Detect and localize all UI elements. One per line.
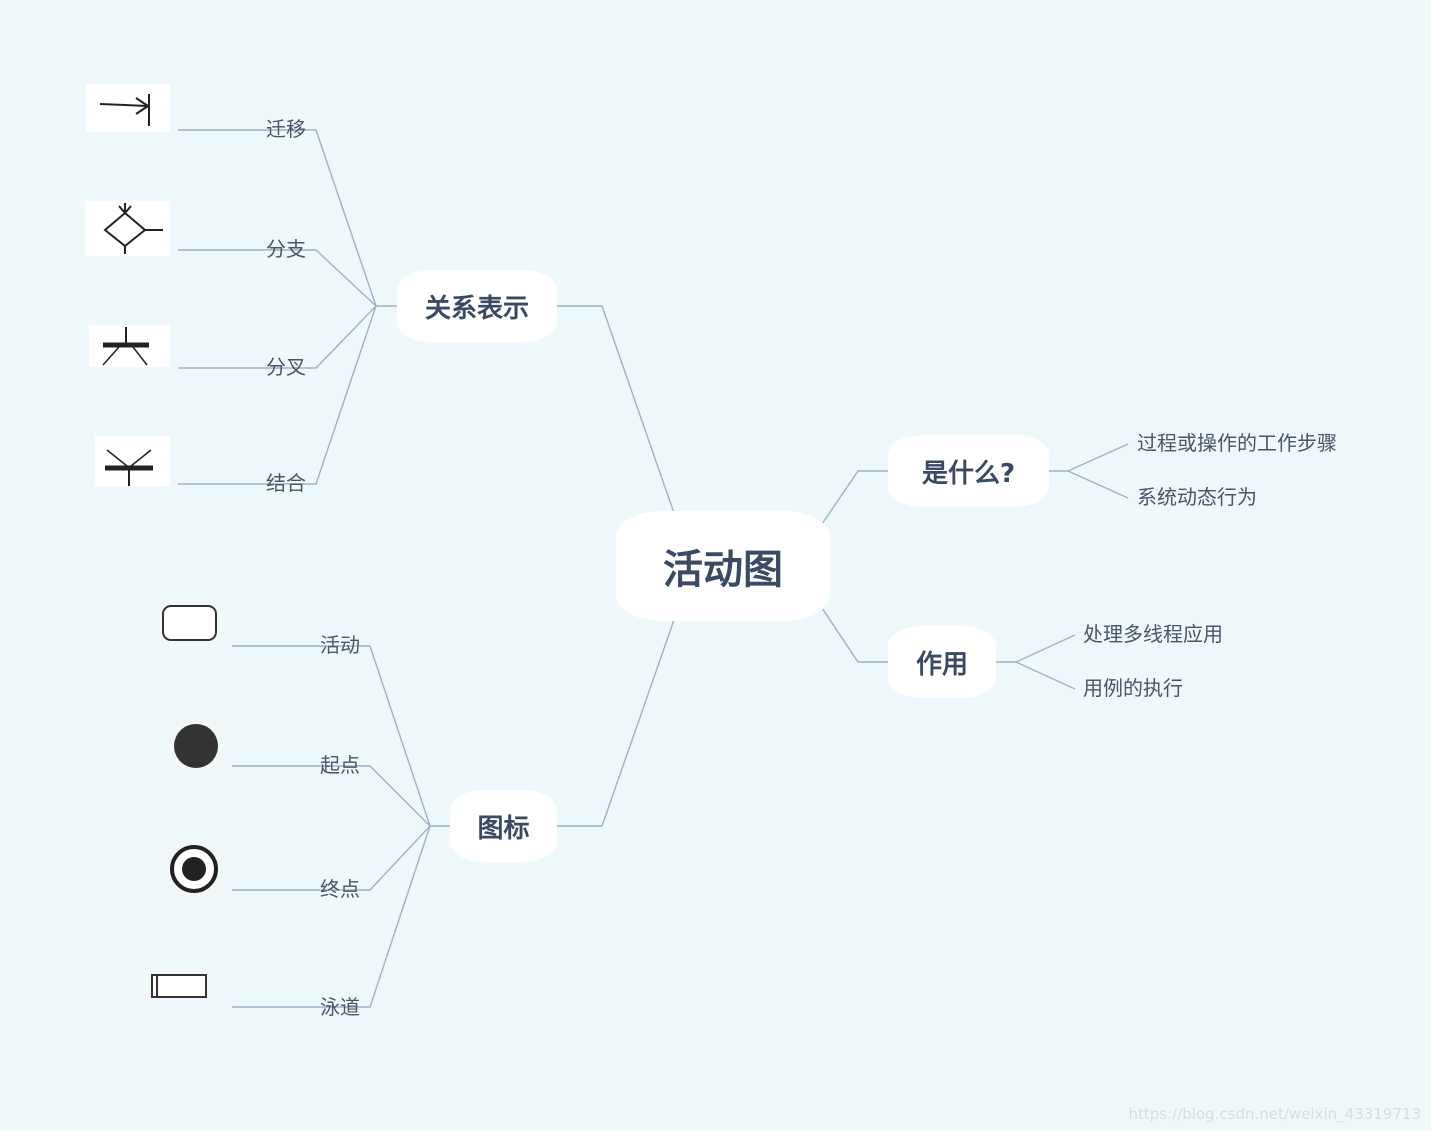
leaf-branch[interactable]: 分支 — [266, 237, 306, 261]
leaf-end[interactable]: 终点 — [320, 877, 360, 901]
leaf-multithread[interactable]: 处理多线程应用 — [1083, 622, 1223, 646]
join-bar-icon — [95, 436, 170, 486]
branch-diamond-icon — [85, 201, 170, 256]
leaf-transition[interactable]: 迁移 — [266, 117, 306, 141]
leaf-activity[interactable]: 活动 — [320, 633, 360, 657]
end-bullseye-icon — [164, 840, 224, 898]
start-filled-circle-icon — [168, 718, 224, 774]
fork-bar-icon — [89, 325, 170, 367]
topic-icons[interactable]: 图标 — [450, 790, 557, 862]
watermark: https://blog.csdn.net/weixin_43319713 — [1128, 1105, 1421, 1123]
leaf-join[interactable]: 结合 — [266, 471, 306, 495]
topic-what[interactable]: 是什么? — [888, 435, 1049, 507]
central-topic[interactable]: 活动图 — [616, 511, 830, 621]
leaf-start[interactable]: 起点 — [320, 753, 360, 777]
leaf-usecase-exec[interactable]: 用例的执行 — [1083, 676, 1183, 700]
swimlane-rect-icon — [145, 970, 215, 1002]
topic-relation[interactable]: 关系表示 — [397, 270, 557, 342]
topic-use[interactable]: 作用 — [888, 626, 996, 698]
leaf-dynamic-behavior[interactable]: 系统动态行为 — [1137, 485, 1257, 509]
transition-arrow-icon — [86, 84, 170, 132]
leaf-process-steps[interactable]: 过程或操作的工作步骤 — [1137, 431, 1337, 455]
leaf-fork[interactable]: 分叉 — [266, 355, 306, 379]
leaf-swimlane[interactable]: 泳道 — [320, 995, 360, 1019]
activity-rounded-rect-icon — [156, 600, 224, 648]
